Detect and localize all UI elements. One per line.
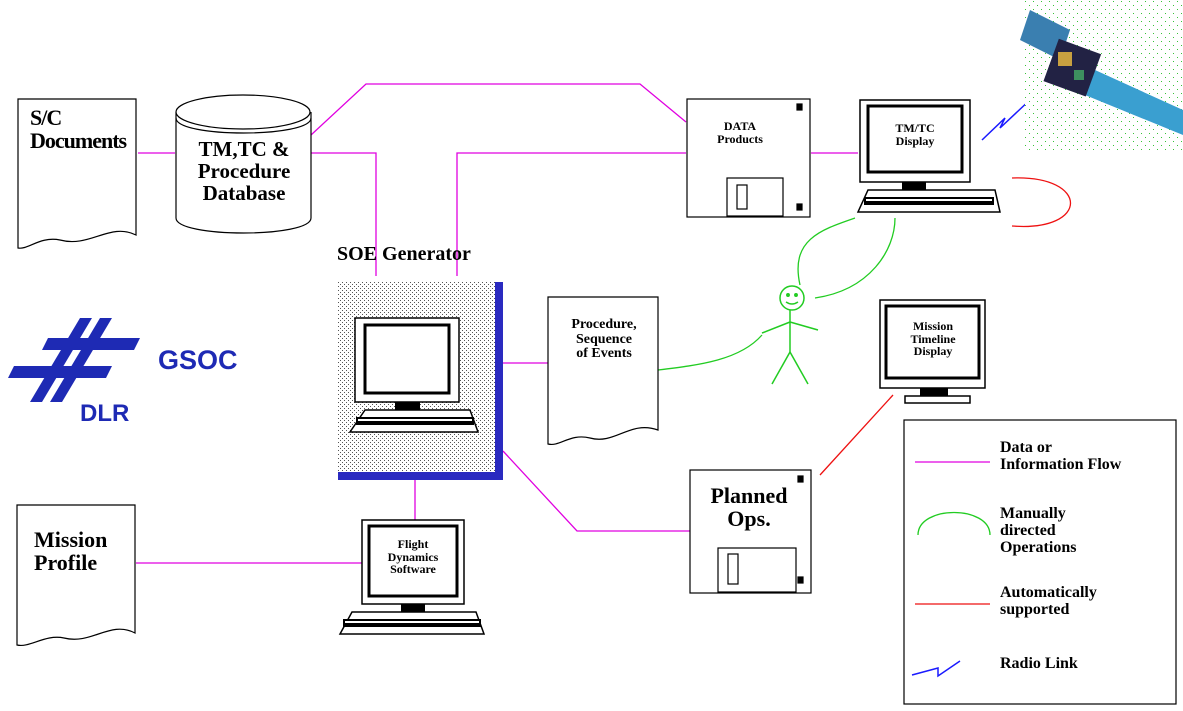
radio-link-zigzag (981, 97, 1033, 141)
legend-radio-label: Radio Link (1000, 655, 1078, 672)
legend-box (903, 419, 1177, 705)
data-products-floppy-icon (686, 98, 811, 218)
automatic-lines (819, 177, 1071, 476)
procedure-soe-label: Procedure, Sequence of Events (571, 317, 637, 362)
tmtc-terminal-icon (856, 99, 1001, 213)
gsoc-logo-text: GSOC (158, 345, 238, 375)
auto-planned-to-timeline (819, 394, 894, 476)
data-flow-lines (136, 83, 858, 564)
flow-soe-to-planned-ops (502, 450, 690, 532)
database-label: TM,TC & Procedure Database (197, 137, 291, 206)
flow-db-to-soe (311, 152, 377, 276)
legend-auto-label: Automatically supported (1000, 584, 1097, 618)
mission-timeline-label: Mission Timeline Display (910, 319, 956, 359)
auto-loop-tmtc (1011, 177, 1071, 228)
manual-procedure-to-person (657, 334, 763, 371)
dlr-logo-text: DLR (80, 400, 130, 427)
procedure-soe-page (547, 296, 659, 445)
legend-radio-swatch (911, 660, 961, 678)
satellite-icon (1020, 0, 1183, 150)
manual-person-to-tmtc-left (797, 217, 856, 286)
dlr-logo-icon (8, 318, 140, 402)
database-cylinder-icon (175, 94, 312, 234)
flow-soe-to-data-products (456, 152, 686, 276)
flow-db-to-data-products-top (310, 83, 687, 136)
manual-person-to-tmtc-right (814, 217, 896, 299)
sc-documents-page (17, 98, 137, 249)
manual-lines (657, 217, 896, 371)
legend-manual-swatch (917, 511, 991, 536)
sc-documents-label: S/C Documents (30, 105, 127, 154)
mission-profile-label: Mission Profile (34, 527, 108, 576)
tmtc-display-label: TM/TC Display (895, 121, 935, 148)
data-products-label: DATA Products (717, 119, 763, 146)
soe-generator-box (338, 282, 503, 480)
mission-timeline-terminal-icon (879, 299, 986, 404)
legend-manual-label: Manually directed Operations (1000, 505, 1077, 556)
planned-ops-label: Planned Ops. (710, 483, 788, 532)
flight-dynamics-label: Flight Dynamics Software (387, 537, 439, 577)
soe-generator-title: SOE Generator (337, 243, 471, 265)
mission-profile-page (16, 504, 136, 646)
planned-ops-floppy-icon (689, 469, 812, 594)
operator-person-icon (761, 285, 819, 385)
legend-flow-label: Data or Information Flow (1000, 439, 1122, 473)
flight-dynamics-terminal-icon (338, 519, 486, 635)
